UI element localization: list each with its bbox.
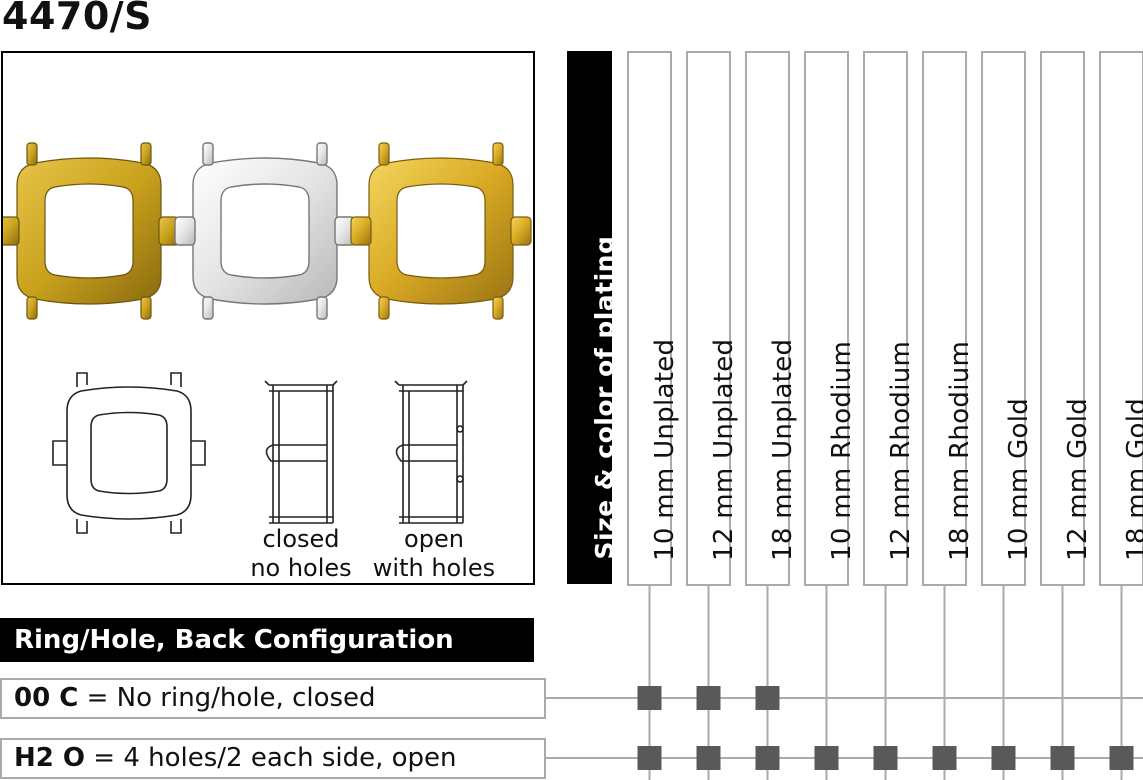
open-caption: open with holes [369,525,499,583]
config-desc: 4 holes/2 each side, open [123,743,457,773]
variant-column: 18 mm Rhodium [922,51,975,586]
size-plating-header-label: Size & color of plating [589,235,619,560]
variant-column-label: 12 mm Unplated [708,338,739,561]
availability-marker [932,746,957,770]
availability-marker [696,746,721,770]
gold-setting-icon [350,142,532,320]
config-eq: = [78,683,117,713]
product-illustration [0,142,532,534]
closed-side-view-icon [264,380,338,524]
availability-marker [814,746,839,770]
variant-column-label: 12 mm Rhodium [885,340,916,561]
config-code: 00 C [14,683,79,713]
variant-column: 18 mm Gold [1099,51,1143,586]
product-illustration-panel: closed no holes open with holes [0,51,535,585]
open-side-view-icon [394,380,468,524]
availability-marker [637,686,662,710]
config-desc: No ring/hole, closed [116,683,376,713]
variant-column: 12 mm Rhodium [863,51,916,586]
availability-marker [873,746,898,770]
availability-marker [637,746,662,770]
availability-marker [755,746,780,770]
setting-top-view-icon [52,372,206,534]
variant-column-label: 10 mm Gold [1003,397,1034,561]
variant-column-label: 18 mm Gold [1121,397,1143,561]
closed-caption-line2: no holes [250,554,352,582]
config-code: H2 O [14,743,86,773]
config-row-h2o: H2 O = 4 holes/2 each side, open [0,738,546,779]
config-row-00c: 00 C = No ring/hole, closed [0,678,546,719]
variant-column: 10 mm Gold [981,51,1034,586]
variant-column: 12 mm Gold [1040,51,1093,586]
variant-column: 10 mm Unplated [627,51,680,586]
variant-column-label: 10 mm Unplated [649,338,680,561]
size-plating-header: Size & color of plating [567,51,619,584]
availability-marker [696,686,721,710]
closed-caption: closed no holes [241,525,361,583]
variant-column-label: 18 mm Unplated [767,338,798,561]
product-code: 4470/S [2,0,153,38]
variant-column-label: 18 mm Rhodium [944,340,975,561]
config-eq: = [85,743,124,773]
rhodium-setting-icon [174,142,356,320]
availability-marker [1109,746,1134,770]
availability-marker [991,746,1016,770]
variant-column: 10 mm Rhodium [804,51,857,586]
config-header: Ring/Hole, Back Configuration [0,618,534,662]
open-caption-line2: with holes [372,554,496,582]
variant-column-label: 10 mm Rhodium [826,340,857,561]
availability-marker [1050,746,1075,770]
availability-marker [755,686,780,710]
variant-column-label: 12 mm Gold [1062,397,1093,561]
unplated-setting-icon [0,142,180,320]
open-caption-line1: open [404,525,464,553]
variant-column: 18 mm Unplated [745,51,798,586]
variant-column: 12 mm Unplated [686,51,739,586]
closed-caption-line1: closed [262,525,340,553]
